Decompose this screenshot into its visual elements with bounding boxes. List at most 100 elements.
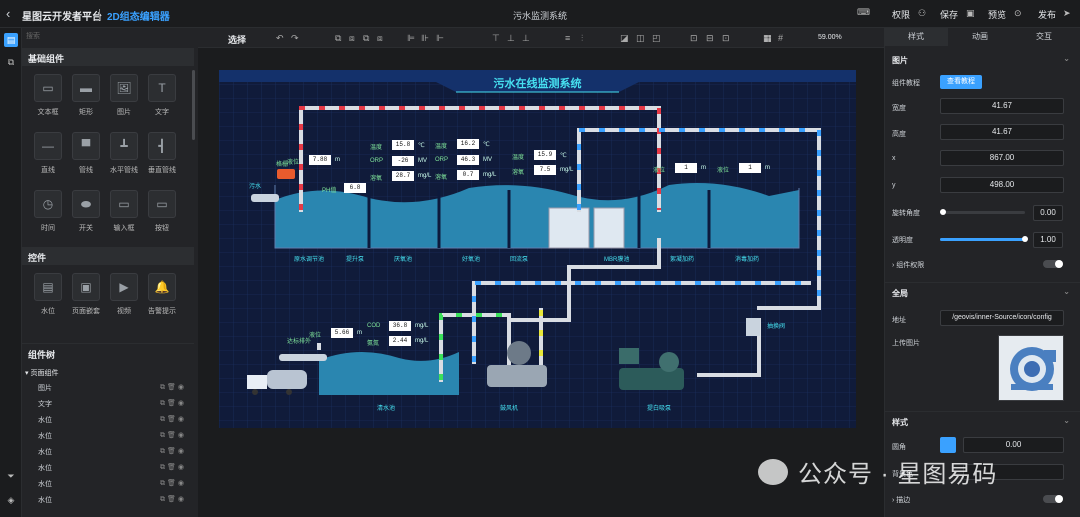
width-input[interactable]: 41.67: [940, 98, 1064, 114]
control-item[interactable]: ▤水位: [30, 273, 66, 316]
fit-screen-icon[interactable]: ⊟: [706, 33, 714, 43]
send-icon[interactable]: ➤: [1063, 8, 1071, 18]
align-right-icon[interactable]: ⊩: [436, 33, 444, 43]
canvas-title[interactable]: 污水监测系统: [512, 11, 567, 21]
user-icon[interactable]: ⚇: [918, 8, 927, 18]
align-middle-icon[interactable]: ⊥: [507, 33, 515, 43]
filter-icon[interactable]: ⏷: [7, 471, 15, 481]
align-top-icon[interactable]: ⊤: [492, 33, 500, 43]
opacity-input[interactable]: 1.00: [1033, 232, 1063, 248]
controls-header[interactable]: 控件: [22, 247, 194, 265]
lock-icon[interactable]: ◪: [620, 33, 629, 43]
panel-scrollbar[interactable]: [192, 70, 195, 140]
basic-component-item[interactable]: ┻水平管线: [106, 132, 142, 175]
tree-item-actions-icon[interactable]: ⧉🗑◉: [160, 448, 186, 455]
save-button[interactable]: 保存: [940, 10, 959, 20]
bg-color-input[interactable]: [963, 464, 1064, 480]
ungroup-icon[interactable]: ⧈: [349, 33, 355, 43]
tree-root[interactable]: ▾ 页面组件: [25, 370, 59, 377]
tree-item-actions-icon[interactable]: ⧉🗑◉: [160, 416, 186, 423]
back-icon[interactable]: ‹: [6, 6, 11, 21]
publish-button[interactable]: 发布: [1038, 10, 1057, 20]
tree-item-actions-icon[interactable]: ⧉🗑◉: [160, 384, 186, 391]
basic-component-item[interactable]: ▬矩形: [68, 74, 104, 117]
view-tutorial-button[interactable]: 查看教程: [940, 75, 982, 89]
global-section-header[interactable]: 全局⌄: [884, 282, 1080, 300]
components-icon[interactable]: ▤: [4, 33, 18, 47]
play-icon[interactable]: ⊙: [1014, 8, 1022, 18]
basic-component-item[interactable]: ▀管线: [68, 132, 104, 175]
tab-animation[interactable]: 动画: [972, 32, 988, 41]
crop-icon[interactable]: ◫: [636, 33, 645, 43]
keyboard-icon[interactable]: ⌨: [857, 7, 870, 17]
rotate-slider[interactable]: [940, 211, 1025, 214]
scada-diagram[interactable]: 污水在线监测系统 污水 格栅 原水调节池 提升泵 厌氧池 好氧池 回流泵 MBR…: [219, 70, 856, 428]
tab-style[interactable]: 样式: [884, 28, 948, 46]
control-item[interactable]: 🔔告警提示: [144, 273, 180, 316]
tree-item[interactable]: 图片⧉🗑◉: [38, 383, 188, 397]
basic-component-item[interactable]: ⬬开关: [68, 190, 104, 233]
upload-image-preview[interactable]: [998, 335, 1064, 401]
radius-input[interactable]: 0.00: [963, 437, 1064, 453]
align-bottom-icon[interactable]: ⊥: [522, 33, 530, 43]
tree-item[interactable]: 水位⧉🗑◉: [38, 463, 188, 477]
distribute-h-icon[interactable]: ≡: [565, 33, 571, 43]
rotate-slider-handle[interactable]: [940, 209, 946, 215]
tree-item-actions-icon[interactable]: ⧉🗑◉: [160, 496, 186, 503]
basic-component-item[interactable]: ▭按钮: [144, 190, 180, 233]
tree-item[interactable]: 水位⧉🗑◉: [38, 431, 188, 445]
image-section-header[interactable]: 图片⌄: [884, 50, 1080, 68]
style-section-header[interactable]: 样式⌄: [884, 411, 1080, 429]
basic-component-item[interactable]: ▭文本框: [30, 74, 66, 117]
basic-component-item[interactable]: 🖼图片: [106, 74, 142, 117]
y-input[interactable]: 498.00: [940, 177, 1064, 193]
tree-item[interactable]: 水位⧉🗑◉: [38, 447, 188, 461]
send-back-icon[interactable]: ⧈: [377, 33, 383, 43]
tree-item[interactable]: 文字⧉🗑◉: [38, 399, 188, 413]
rotate-input[interactable]: 0.00: [1033, 205, 1063, 221]
tree-item-actions-icon[interactable]: ⧉🗑◉: [160, 464, 186, 471]
basic-component-item[interactable]: ┫垂直管线: [144, 132, 180, 175]
radius-icon[interactable]: [940, 437, 956, 453]
border-toggle[interactable]: [1043, 495, 1063, 503]
stack-icon[interactable]: ◈: [7, 495, 15, 505]
select-tool[interactable]: 选择: [228, 35, 247, 45]
align-left-icon[interactable]: ⊫: [407, 33, 415, 43]
tree-item[interactable]: 水位⧉🗑◉: [38, 415, 188, 429]
fit-height-icon[interactable]: ⊡: [722, 33, 730, 43]
height-input[interactable]: 41.67: [940, 124, 1064, 140]
opacity-slider[interactable]: [940, 238, 1025, 241]
fit-width-icon[interactable]: ⊡: [690, 33, 698, 43]
tree-item-actions-icon[interactable]: ⧉🗑◉: [160, 432, 186, 439]
fit-icon[interactable]: ◰: [652, 33, 661, 43]
ruler-icon[interactable]: #: [778, 33, 784, 43]
align-center-icon[interactable]: ⊪: [421, 33, 429, 43]
basic-component-item[interactable]: —直线: [30, 132, 66, 175]
preview-button[interactable]: 预览: [988, 10, 1007, 20]
basic-component-item[interactable]: ◷时间: [30, 190, 66, 233]
perm-toggle[interactable]: [1043, 260, 1063, 268]
group-icon[interactable]: ⧉: [335, 33, 342, 43]
address-input[interactable]: /geovis/inner-Source/icon/config: [940, 310, 1064, 326]
x-input[interactable]: 867.00: [940, 150, 1064, 166]
permission-button[interactable]: 权限: [892, 10, 911, 20]
layers-icon[interactable]: ⧉: [7, 57, 15, 67]
redo-icon[interactable]: ↷: [291, 33, 299, 43]
search-input[interactable]: 搜索: [26, 33, 40, 40]
control-item[interactable]: ▶视频: [106, 273, 142, 316]
undo-icon[interactable]: ↶: [276, 33, 284, 43]
basic-components-header[interactable]: 基础组件: [22, 48, 194, 66]
opacity-slider-handle[interactable]: [1022, 236, 1028, 242]
zoom-level[interactable]: 59.00%: [818, 34, 842, 41]
tree-item-actions-icon[interactable]: ⧉🗑◉: [160, 480, 186, 487]
tab-interaction[interactable]: 交互: [1036, 32, 1052, 41]
bring-front-icon[interactable]: ⧉: [363, 33, 370, 43]
tree-item[interactable]: 水位⧉🗑◉: [38, 495, 188, 509]
grid-icon[interactable]: ▦: [763, 33, 772, 43]
distribute-v-icon[interactable]: ⫶: [581, 33, 584, 43]
tree-item-actions-icon[interactable]: ⧉🗑◉: [160, 400, 186, 407]
save-icon[interactable]: ▣: [966, 8, 975, 18]
tree-item[interactable]: 水位⧉🗑◉: [38, 479, 188, 493]
component-tree-header[interactable]: 组件树: [22, 343, 194, 361]
